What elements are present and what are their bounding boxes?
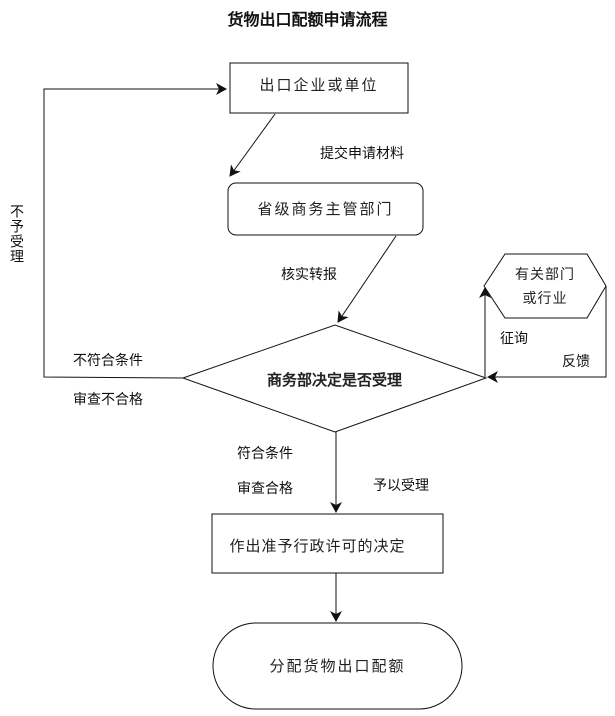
edge-label-consult: 征询 [500, 331, 528, 347]
edge-label-review-pass: 审查合格 [237, 481, 293, 497]
edge-label-meet: 符合条件 [237, 446, 293, 462]
diagram-title: 货物出口配额申请流程 [227, 10, 388, 29]
edge-label-not-meet: 不符合条件 [73, 353, 143, 369]
decision-node [181, 324, 488, 433]
decision-node-label: 商务部决定是否受理 [266, 371, 402, 389]
permit-node-label: 作出准予行政许可的决定 [229, 537, 406, 555]
edge-feedback [487, 286, 607, 383]
end-node [212, 622, 463, 710]
province-node-label: 省级商务主管部门 [257, 200, 394, 218]
edge-label-review-fail: 审查不合格 [73, 392, 143, 408]
consult-node-label-2: 或行业 [522, 291, 568, 307]
edge-label-submit: 提交申请材料 [320, 146, 404, 162]
province-node [227, 182, 424, 236]
edge-label-verify: 核实转报 [281, 267, 337, 283]
edge-submit [229, 113, 276, 177]
edge-reject [43, 83, 227, 379]
consult-node-label-1: 有关部门 [515, 267, 575, 283]
edge-label-feedback: 反馈 [562, 354, 590, 370]
edge-label-accept: 予以受理 [373, 478, 429, 494]
end-node-label: 分配货物出口配额 [269, 657, 406, 675]
permit-node [211, 513, 444, 574]
edge-label-reject: 不予受理 [8, 204, 24, 264]
edge-verify [337, 235, 397, 323]
start-node-label: 出口企业或单位 [259, 76, 379, 94]
start-node [229, 62, 409, 114]
